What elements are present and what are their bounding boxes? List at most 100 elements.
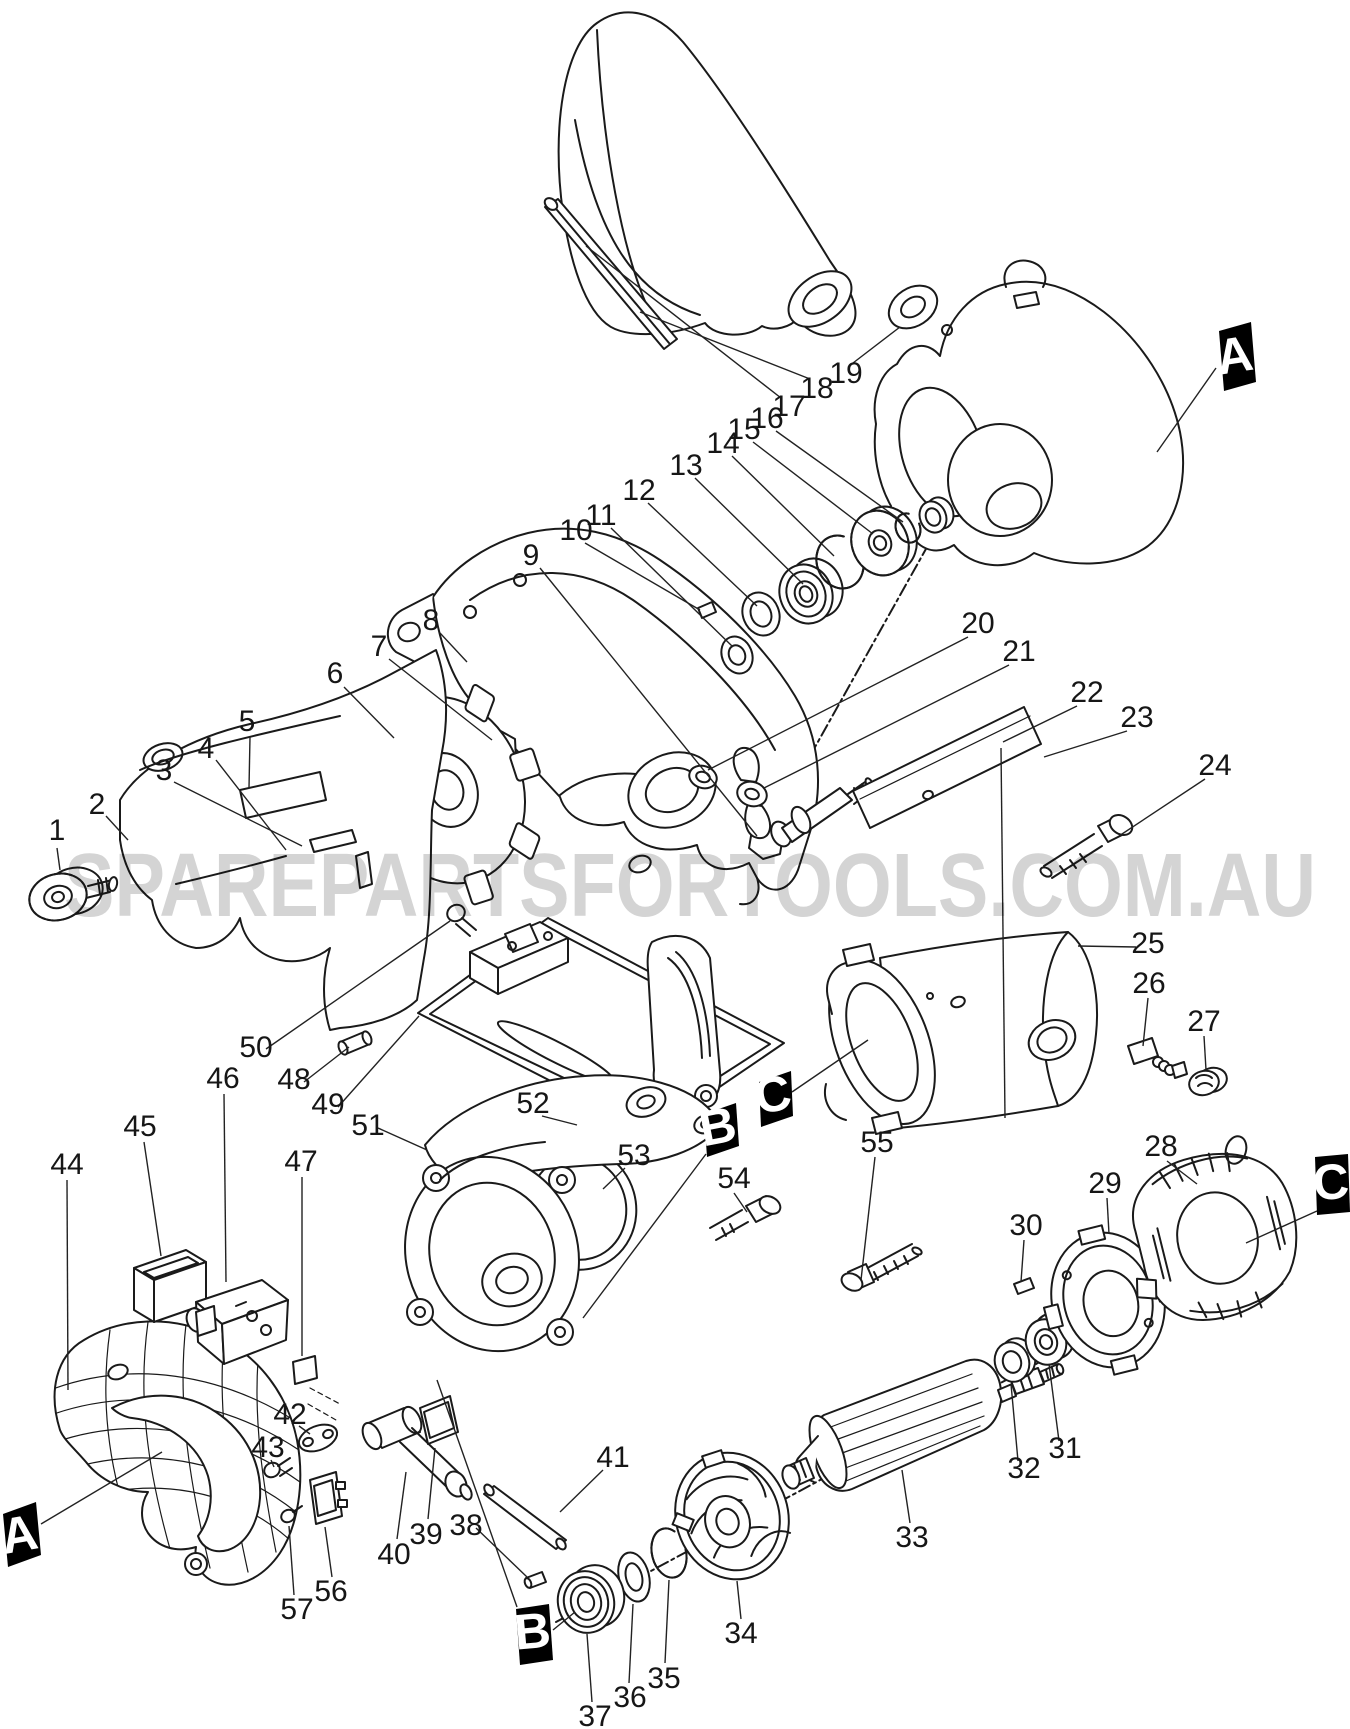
leader-part-46	[223, 1093, 227, 1283]
part-label-39: 39	[409, 1518, 442, 1551]
part-label-36: 36	[613, 1681, 646, 1714]
part-label-38: 38	[449, 1509, 482, 1542]
leader-part-53	[602, 1167, 626, 1190]
ball-bearing-part13	[778, 557, 844, 625]
marker-a-bottom-leader	[40, 1451, 163, 1525]
leader-part-19	[852, 326, 901, 364]
snap-ring-part35	[650, 1527, 688, 1579]
part-label-53: 53	[617, 1139, 650, 1172]
part-label-20: 20	[961, 607, 994, 640]
leader-part-41	[559, 1469, 604, 1513]
leader-part-8	[439, 632, 468, 663]
part-label-54: 54	[717, 1162, 750, 1195]
part-label-52: 52	[516, 1087, 549, 1120]
washer-part11	[720, 635, 754, 675]
part-label-13: 13	[669, 449, 702, 482]
leader-part-35	[664, 1579, 670, 1664]
dust-box-part45	[133, 1249, 207, 1323]
leader-part-17	[585, 245, 782, 399]
leader-part-50	[265, 920, 451, 1050]
leader-part-7	[388, 658, 493, 741]
part-label-40: 40	[377, 1538, 410, 1571]
leader-part-11	[610, 527, 734, 648]
leader-part-23	[1043, 730, 1128, 758]
part-label-10: 10	[559, 514, 592, 547]
artwork	[28, 11, 1298, 1634]
part-label-4: 4	[198, 732, 215, 765]
ring-part19	[887, 284, 939, 330]
part-label-41: 41	[596, 1441, 629, 1474]
name-plate-part23	[852, 706, 1042, 829]
part-label-11: 11	[585, 499, 616, 532]
leader-part-34	[736, 1580, 742, 1620]
leader-part-16	[775, 430, 904, 523]
part-label-23: 23	[1120, 701, 1153, 734]
part-label-51: 51	[351, 1109, 384, 1142]
screw-part43	[263, 1457, 293, 1479]
leader-part-2	[105, 815, 129, 841]
leader-part-15	[752, 441, 874, 535]
part-label-12: 12	[622, 474, 655, 507]
part-label-24: 24	[1198, 749, 1231, 782]
leader-part-52	[541, 1115, 578, 1126]
part-label-55: 55	[860, 1126, 893, 1159]
connector-line-1	[1000, 747, 1006, 1119]
leader-part-20	[707, 636, 969, 771]
fan-part34	[671, 1449, 792, 1595]
part-label-46: 46	[206, 1062, 239, 1095]
leader-part-22	[1002, 705, 1078, 743]
brush-cap-part27	[1188, 1066, 1228, 1097]
marker-c-right-leader	[1245, 1210, 1318, 1244]
part-label-1: 1	[49, 814, 66, 847]
motor-housing-top-part-a	[873, 259, 1185, 567]
part-label-2: 2	[89, 788, 106, 821]
leader-part-56	[324, 1526, 333, 1578]
connector-line-0	[436, 1379, 518, 1608]
part-label-22: 22	[1070, 676, 1103, 709]
shaft-part40	[361, 1405, 473, 1501]
pad-part39	[419, 1395, 459, 1445]
washer-part12	[741, 591, 781, 637]
leader-part-44	[66, 1179, 69, 1391]
leader-part-43	[270, 1459, 275, 1468]
leader-part-31	[1048, 1363, 1060, 1442]
motor-housing-part25	[824, 931, 1098, 1135]
part-label-56: 56	[314, 1575, 347, 1608]
leader-part-38	[475, 1527, 528, 1578]
spindle-axis-line	[753, 505, 951, 857]
part-label-3: 3	[156, 754, 173, 787]
ball-bearing-part37	[556, 1564, 626, 1634]
leader-part-36	[628, 1603, 634, 1684]
leader-part-18	[639, 311, 811, 380]
leader-part-54	[733, 1192, 748, 1213]
safety-cover-part2	[119, 649, 448, 1031]
leader-part-1	[56, 847, 61, 871]
marker-b-bottom-leader	[552, 1611, 576, 1631]
washer-part36	[617, 1551, 651, 1603]
handle-part44	[53, 1320, 302, 1586]
part-label-8: 8	[423, 604, 440, 637]
part-label-34: 34	[724, 1617, 757, 1650]
part-label-26: 26	[1132, 967, 1165, 1000]
leader-part-12	[647, 502, 758, 607]
square-nut-part47	[292, 1355, 341, 1421]
part-label-33: 33	[895, 1521, 928, 1554]
leader-part-27	[1203, 1035, 1207, 1071]
leader-part-9	[539, 567, 758, 837]
leader-part-6	[343, 686, 395, 739]
part-label-43: 43	[251, 1431, 284, 1464]
marker-b-bottom-box	[516, 1604, 553, 1665]
marker-a-top-box	[1219, 322, 1256, 391]
leader-part-33	[901, 1469, 911, 1524]
leader-part-14	[731, 455, 835, 557]
part-label-16: 16	[750, 402, 783, 435]
leader-part-48	[303, 1046, 350, 1083]
blade-guard-part18	[557, 11, 857, 337]
stator-part28	[1132, 1135, 1298, 1322]
part-label-25: 25	[1131, 927, 1164, 960]
clamp-knob-part1	[28, 866, 119, 922]
leader-part-30	[1020, 1239, 1025, 1283]
